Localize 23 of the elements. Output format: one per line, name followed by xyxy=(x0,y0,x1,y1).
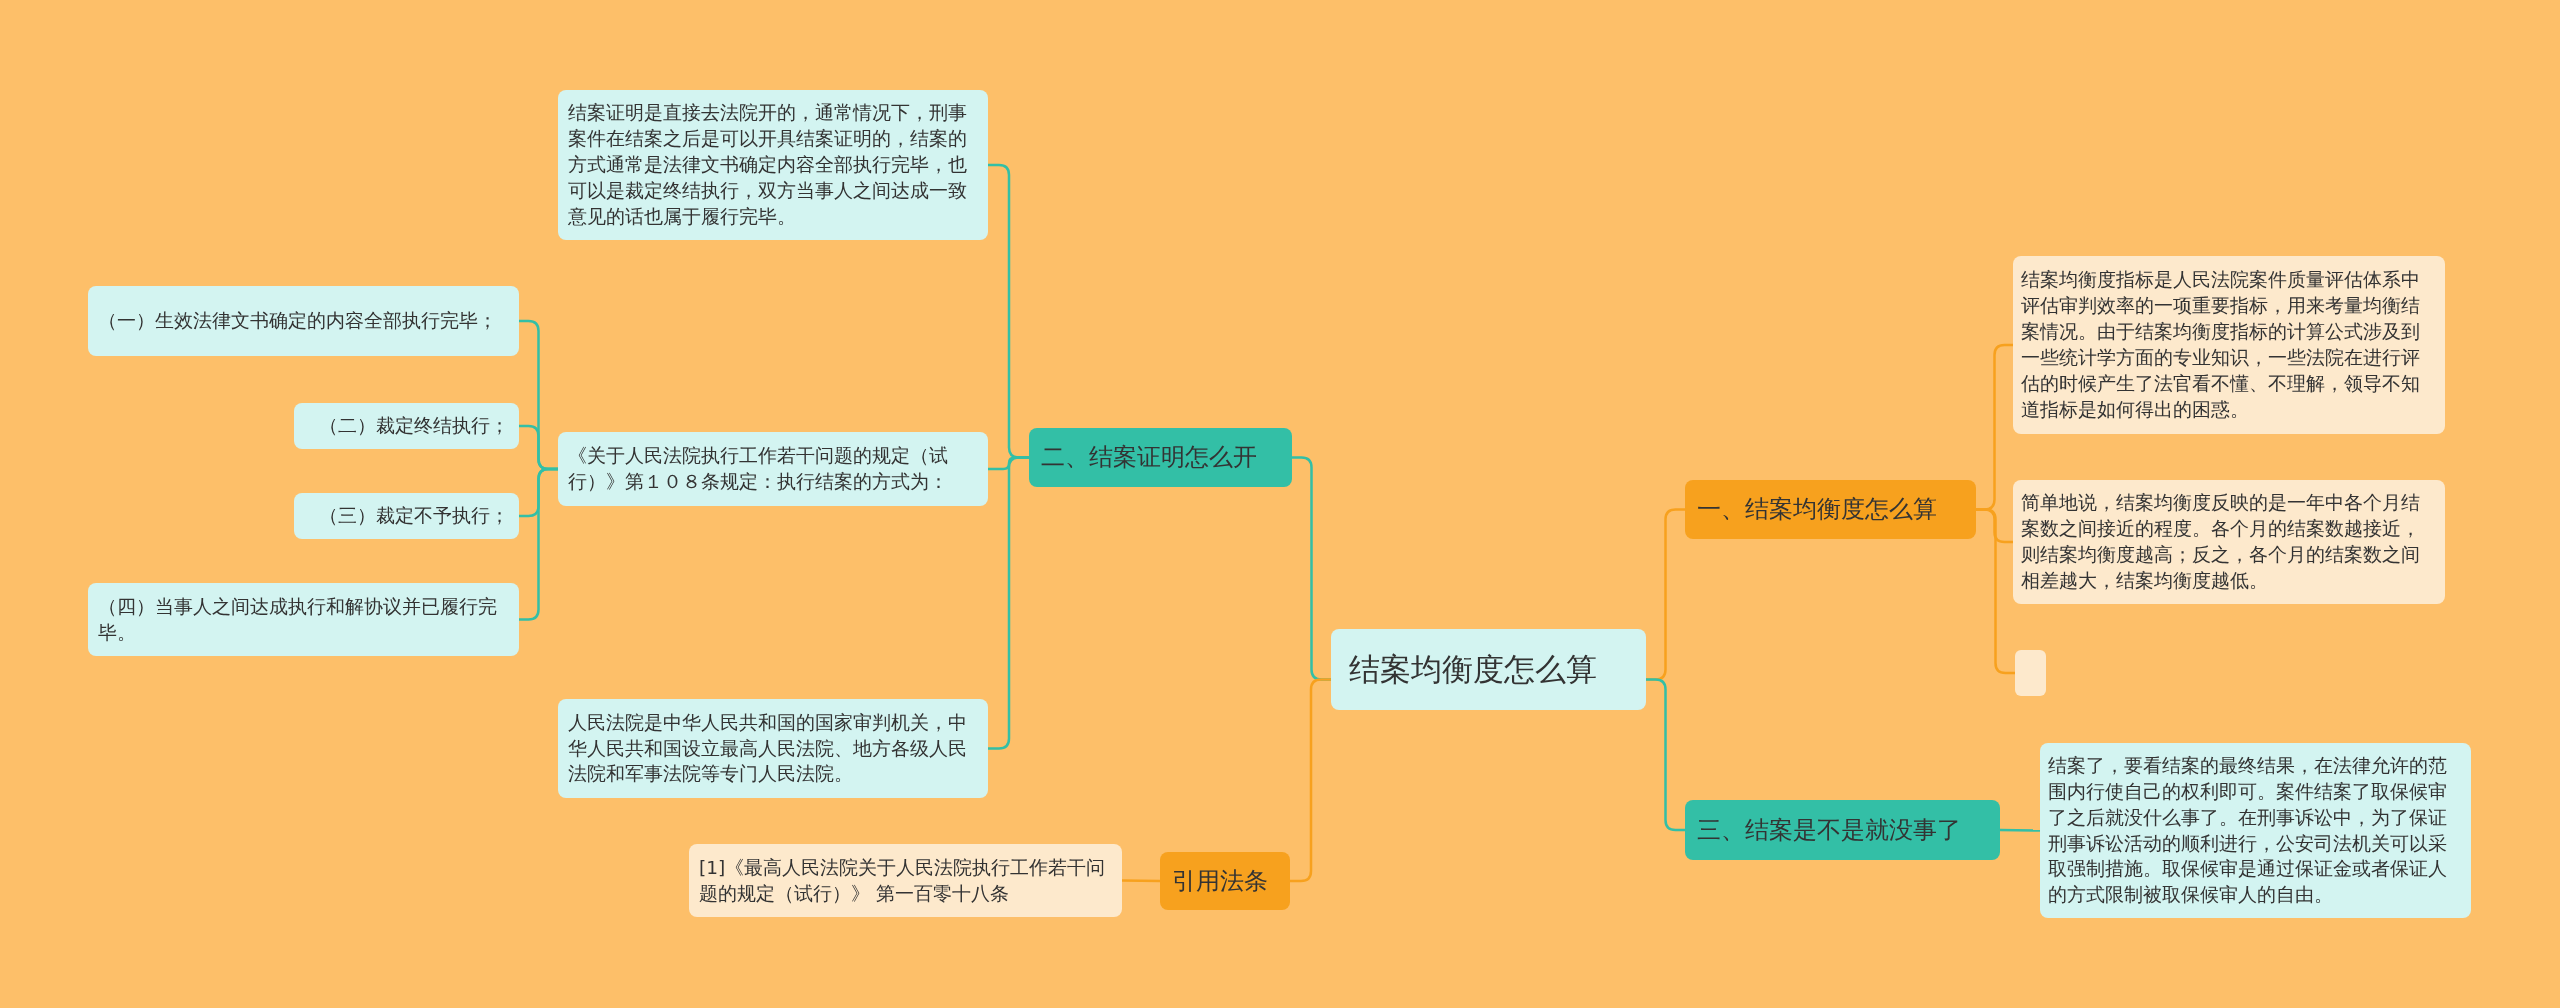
connector-line xyxy=(2000,828,2040,832)
connector-line xyxy=(519,467,558,621)
leaf-topic: 结案均衡度指标是人民法院案件质量评估体系中评估审判效率的一项重要指标，用来考量均衡结案情况。由于结案均衡度指标的计算公式涉及到一些统计学方面的专业知识，一些法院在进行评估的时候产生了法官看不懂、不理解，领导不知道指标是如何得出的困惑。 xyxy=(2013,256,2445,434)
leaf-topic: 结案了，要看结案的最终结果，在法律允许的范围内行使自己的权利即可。案件结案了取保候审了之后就没什么事了。在刑事诉讼中，为了保证刑事诉讼活动的顺利进行，公安司法机关可以采取强制措施。取保候审是通过保证金或者保证人的方式限制被取保候审人的自由。 xyxy=(2040,743,2471,918)
leaf-topic: （四）当事人之间达成执行和解协议并已履行完毕。 xyxy=(88,583,519,656)
branch-topic: 一、结案均衡度怎么算 xyxy=(1685,480,1976,539)
empty-box xyxy=(2015,650,2046,696)
connector-line xyxy=(1290,678,1331,883)
connector-line xyxy=(1122,879,1160,883)
leaf-topic: （二）裁定终结执行； xyxy=(294,403,519,449)
leaf-topic: 人民法院是中华人民共和国的国家审判机关，中华人民共和国设立最高人民法院、地方各级人民法院和军事法院等专门人民法院。 xyxy=(558,699,988,798)
leaf-topic: （三）裁定不予执行； xyxy=(294,493,519,539)
leaf-topic: （一）生效法律文书确定的内容全部执行完毕； xyxy=(88,286,519,356)
connector-line xyxy=(988,456,1029,750)
leaf-topic: 《关于人民法院执行工作若干问题的规定（试行）》第１０８条规定：执行结案的方式为： xyxy=(558,432,988,506)
leaf-topic: [1]《最高人民法院关于人民法院执行工作若干问题的规定（试行）》 第一百零十八条 xyxy=(689,844,1122,917)
branch-topic: 三、结案是不是就没事了 xyxy=(1685,800,2000,860)
central-topic: 结案均衡度怎么算 xyxy=(1331,629,1646,710)
leaf-topic: 结案证明是直接去法院开的，通常情况下，刑事案件在结案之后是可以开具结案证明的，结案的方式通常是法律文书确定内容全部执行完毕，也可以是裁定终结执行，双方当事人之间达成一致意见的话也属于履行完毕。 xyxy=(558,90,988,240)
connector-line xyxy=(1646,678,1685,832)
leaf-topic: 简单地说，结案均衡度反映的是一年中各个月结案数之间接近的程度。各个月的结案数越接近，则结案均衡度越高；反之，各个月的结案数之间相差越大，结案均衡度越低。 xyxy=(2013,480,2445,604)
branch-topic: 二、结案证明怎么开 xyxy=(1029,428,1292,487)
branch-topic: 引用法条 xyxy=(1160,852,1290,910)
